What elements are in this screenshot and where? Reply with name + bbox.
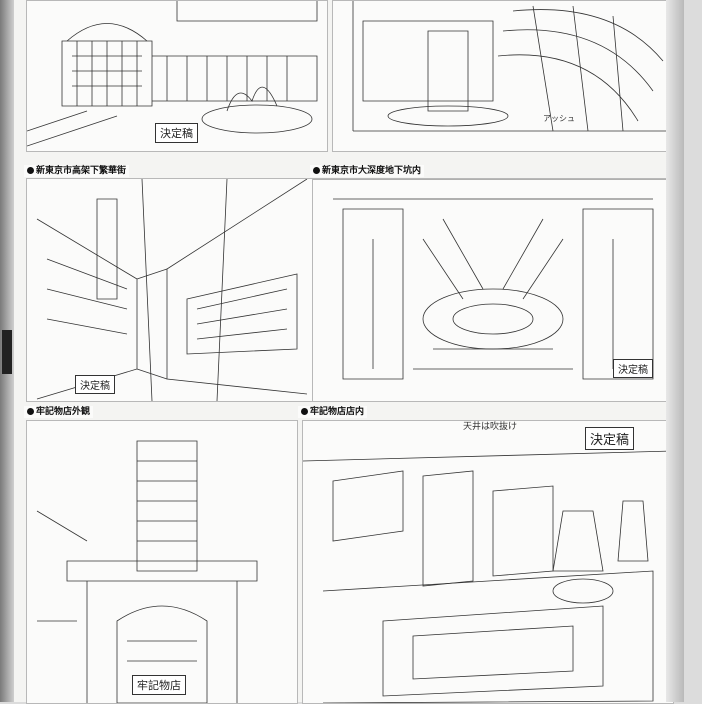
filled-circle-icon xyxy=(313,167,320,174)
stamp-final-draft: 決定稿 xyxy=(613,359,653,378)
sketch-shop-interior xyxy=(303,450,673,703)
caption-shop-interior: 牢記物店店内 xyxy=(298,406,368,418)
caption-underground-text: 新東京市大深度地下坑内 xyxy=(322,166,422,176)
caption-alley: 新東京市高架下繁華街 xyxy=(24,165,130,177)
sketch-dome-interior xyxy=(352,1,673,132)
filled-circle-icon xyxy=(27,408,34,415)
page-tab-marker xyxy=(2,330,12,374)
sketch-underground xyxy=(313,179,673,380)
panel-plaza-exterior: 決定稿 xyxy=(26,0,328,152)
caption-shop-exterior: 牢記物店外観 xyxy=(24,406,94,418)
panel-dome-interior: アッシュ xyxy=(332,0,674,152)
caption-alley-text: 新東京市高架下繁華街 xyxy=(36,166,127,176)
panel-shop-exterior: 牢記物店 xyxy=(26,420,298,704)
panel-alley: 決定稿 xyxy=(26,178,318,402)
caption-shop-exterior-text: 牢記物店外観 xyxy=(36,407,91,417)
stamp-final-draft: 決定稿 xyxy=(585,427,635,450)
artbook-page: 決定稿 アッシュ 新東京市高架下繁華街 xyxy=(14,0,684,704)
sketch-shop-exterior xyxy=(36,440,258,703)
annotation-note: 天井は吹抜け xyxy=(463,422,518,432)
filled-circle-icon xyxy=(27,167,34,174)
page-edge-shadow xyxy=(666,0,684,702)
sketch-alley xyxy=(36,179,308,401)
caption-shop-interior-text: 牢記物店店内 xyxy=(310,407,365,417)
panel-underground: 決定稿 xyxy=(312,178,674,402)
panel-shop-interior: 決定稿 天井は吹抜け xyxy=(302,420,674,704)
caption-underground: 新東京市大深度地下坑内 xyxy=(310,165,425,177)
sketch-plaza xyxy=(27,1,318,147)
filled-circle-icon xyxy=(301,408,308,415)
shop-sign: 牢記物店 xyxy=(132,675,186,695)
stamp-final-draft: 決定稿 xyxy=(75,375,115,394)
stamp-final-draft: 決定稿 xyxy=(155,123,198,143)
annotation-note: アッシュ xyxy=(543,114,575,123)
